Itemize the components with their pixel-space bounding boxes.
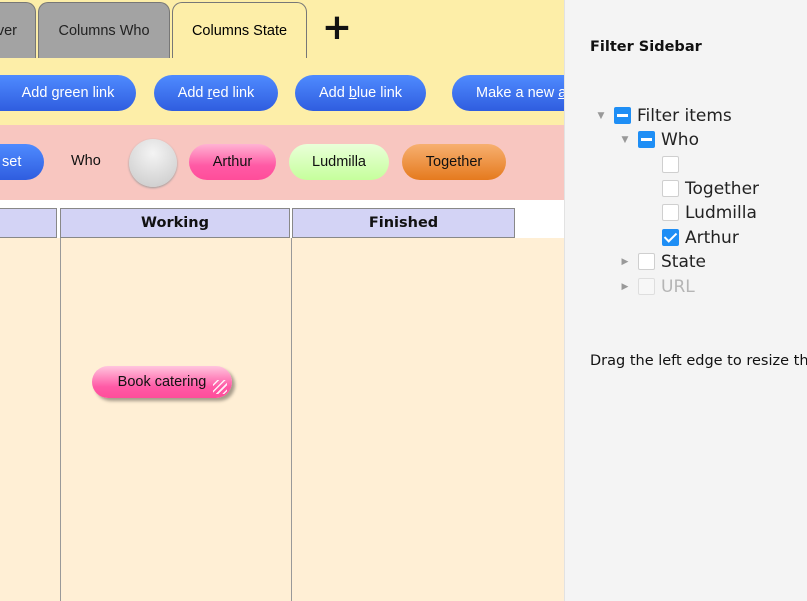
reset-button[interactable]: set bbox=[0, 144, 44, 180]
add-red-link-accesskey: r bbox=[207, 85, 213, 101]
tree-collapsed-triangle-icon[interactable]: ▶ bbox=[621, 257, 629, 267]
checkbox-disabled-icon bbox=[638, 278, 655, 295]
card-label: Book catering bbox=[117, 374, 207, 390]
column-divider bbox=[291, 238, 292, 601]
tree-node-who-blank[interactable] bbox=[662, 154, 802, 176]
tree-label: Ludmilla bbox=[685, 203, 757, 223]
add-tab-button[interactable]: + bbox=[321, 7, 353, 48]
add-blue-link-button[interactable]: Add blue link bbox=[295, 75, 426, 111]
add-blue-link-accesskey: b bbox=[348, 85, 357, 101]
checkbox-checked-icon[interactable] bbox=[662, 229, 679, 246]
unassigned-who-chip[interactable] bbox=[129, 139, 177, 187]
tree-label: Together bbox=[685, 179, 760, 199]
tree-node-together[interactable]: Together bbox=[662, 178, 802, 200]
tab-bar: ver Columns Who Columns State + bbox=[0, 0, 564, 58]
tree-label: Who bbox=[661, 130, 699, 150]
checkbox-unchecked-icon[interactable] bbox=[638, 253, 655, 270]
column-header-working: Working bbox=[60, 208, 290, 238]
column-header-first bbox=[0, 208, 57, 238]
make-new-button[interactable]: Make a new a bbox=[452, 75, 564, 111]
tree-node-who[interactable]: ▼ Who bbox=[618, 129, 798, 151]
add-red-link-label-pre: Add bbox=[177, 85, 208, 101]
tree-label: URL bbox=[661, 277, 695, 297]
tree-collapsed-triangle-icon: ▶ bbox=[621, 282, 629, 292]
checkbox-unchecked-icon[interactable] bbox=[662, 156, 679, 173]
column-header-finished: Finished bbox=[292, 208, 515, 238]
tree-label: State bbox=[661, 252, 706, 272]
make-new-accesskey: a bbox=[558, 85, 564, 101]
tree-label: Arthur bbox=[685, 228, 739, 248]
who-chip-ludmilla[interactable]: Ludmilla bbox=[289, 144, 389, 180]
resize-grip-icon[interactable] bbox=[213, 380, 227, 394]
checkbox-unchecked-icon[interactable] bbox=[662, 180, 679, 197]
make-new-label: Make a new bbox=[476, 85, 559, 101]
who-label: Who bbox=[71, 153, 101, 169]
who-chip-together[interactable]: Together bbox=[402, 144, 506, 180]
add-red-link-button[interactable]: Add red link bbox=[154, 75, 278, 111]
tab-overview[interactable]: ver bbox=[0, 2, 36, 58]
checkbox-indeterminate-icon[interactable] bbox=[638, 131, 655, 148]
tree-expand-triangle-icon[interactable]: ▼ bbox=[597, 111, 605, 121]
add-blue-link-label-pre: Add bbox=[318, 85, 349, 101]
tree-expand-triangle-icon[interactable]: ▼ bbox=[621, 135, 629, 145]
main-area: ver Columns Who Columns State + Add gree… bbox=[0, 0, 564, 601]
checkbox-indeterminate-icon[interactable] bbox=[614, 107, 631, 124]
filter-sidebar: Filter Sidebar ▼ Filter items ▼ Who Toge… bbox=[564, 0, 807, 601]
tree-node-url: ▶ URL bbox=[618, 276, 798, 298]
sidebar-help-text: Drag the left edge to resize th bbox=[590, 353, 807, 369]
tree-node-arthur[interactable]: Arthur bbox=[662, 227, 802, 249]
who-chip-arthur[interactable]: Arthur bbox=[189, 144, 276, 180]
checkbox-unchecked-icon[interactable] bbox=[662, 204, 679, 221]
kanban-board: Working Finished Book catering bbox=[0, 200, 564, 601]
tree-label: Filter items bbox=[637, 106, 732, 126]
card-book-catering[interactable]: Book catering bbox=[92, 366, 232, 398]
add-green-link-label: Add green link bbox=[21, 85, 115, 101]
sidebar-title: Filter Sidebar bbox=[590, 39, 702, 55]
column-divider bbox=[60, 238, 61, 601]
tree-node-filter-items[interactable]: ▼ Filter items bbox=[594, 105, 794, 127]
tree-node-state[interactable]: ▶ State bbox=[618, 251, 798, 273]
add-red-link-label-post: ed link bbox=[212, 85, 255, 101]
link-toolbar: Add green link Add red link Add blue lin… bbox=[0, 58, 564, 125]
tab-columns-state[interactable]: Columns State bbox=[172, 2, 307, 58]
tree-node-ludmilla[interactable]: Ludmilla bbox=[662, 202, 802, 224]
tab-columns-who[interactable]: Columns Who bbox=[38, 2, 170, 58]
add-green-link-button[interactable]: Add green link bbox=[0, 75, 136, 111]
add-blue-link-label-post: lue link bbox=[356, 85, 403, 101]
who-bar: set Who Arthur Ludmilla Together bbox=[0, 125, 564, 200]
